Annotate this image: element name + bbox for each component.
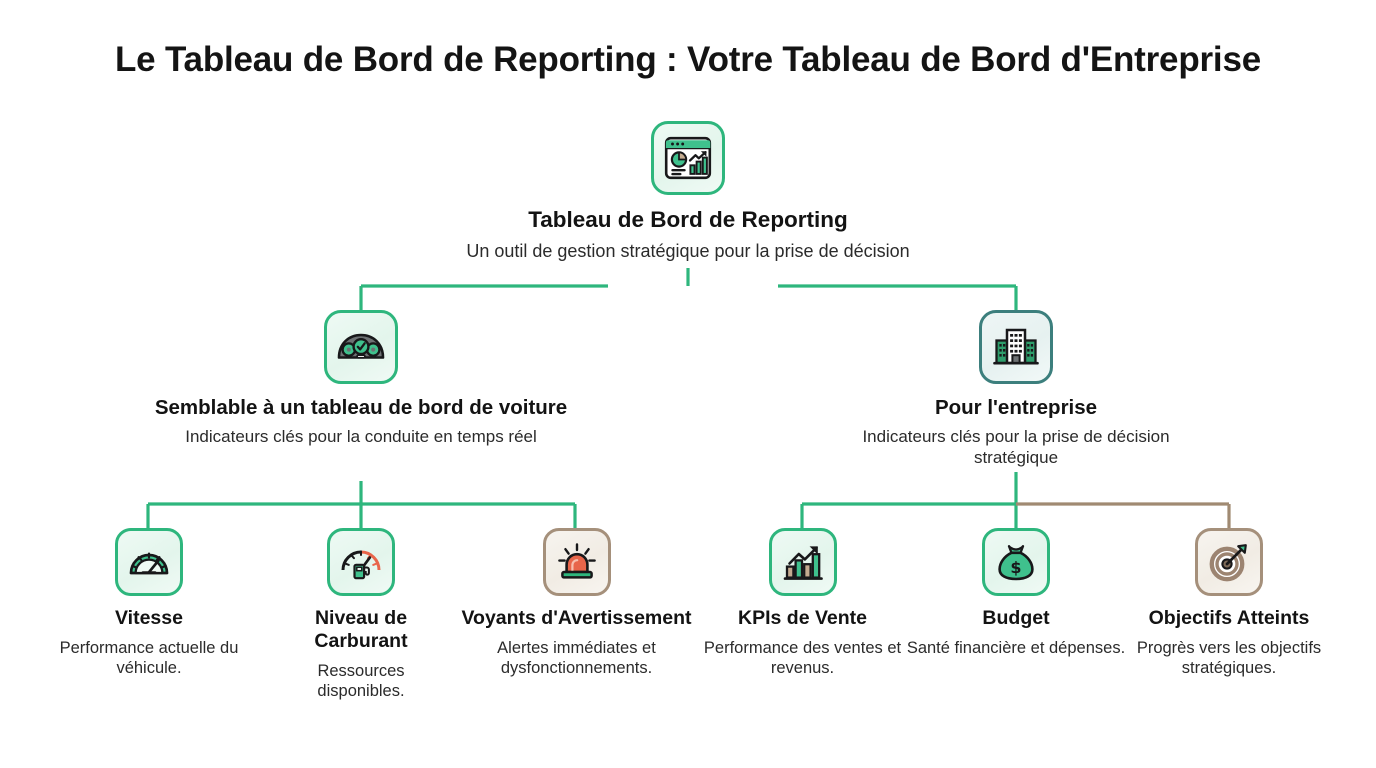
bar-chart-growth-icon xyxy=(768,528,837,596)
page-title: Le Tableau de Bord de Reporting : Votre … xyxy=(115,40,1261,79)
node-for-business[interactable]: Pour l'entreprise Indicateurs clés pour … xyxy=(821,310,1211,469)
node-title: Tableau de Bord de Reporting xyxy=(528,207,848,232)
node-title: Budget xyxy=(982,607,1050,629)
fuel-gauge-icon xyxy=(327,528,395,596)
node-speed[interactable]: Vitesse Performance actuelle du véhicule… xyxy=(35,528,263,678)
node-title: Vitesse xyxy=(115,607,183,629)
node-subtitle: Un outil de gestion stratégique pour la … xyxy=(466,240,910,261)
car-dashboard-icon xyxy=(324,310,398,384)
speedometer-icon xyxy=(115,528,183,596)
node-subtitle: Performance des ventes et revenus. xyxy=(703,639,902,678)
node-subtitle: Indicateurs clés pour la prise de décisi… xyxy=(862,427,1170,467)
svg-text:$: $ xyxy=(1010,558,1021,577)
node-warning-lights[interactable]: Voyants d'Avertissement Alertes immédiat… xyxy=(455,528,698,678)
node-title: Voyants d'Avertissement xyxy=(461,607,692,629)
node-goals-reached[interactable]: Objectifs Atteints Progrès vers les obje… xyxy=(1120,528,1338,678)
node-title: Semblable à un tableau de bord de voitur… xyxy=(154,396,568,419)
dashboard-report-icon xyxy=(651,121,725,195)
node-subtitle: Santé financière et dépenses. xyxy=(906,639,1126,657)
node-fuel-level[interactable]: Niveau de Carburant Ressources disponibl… xyxy=(272,528,450,701)
node-subtitle: Indicateurs clés pour la conduite en tem… xyxy=(185,427,537,447)
node-subtitle: Progrès vers les objectifs stratégiques. xyxy=(1136,639,1322,678)
node-title: Pour l'entreprise xyxy=(934,396,1098,419)
target-dart-icon xyxy=(1195,528,1263,596)
node-budget[interactable]: $ Budget Santé financière et dépenses. xyxy=(906,528,1126,658)
node-subtitle: Alertes immédiates et dysfonctionnements… xyxy=(497,639,656,678)
node-sales-kpis[interactable]: KPIs de Vente Performance des ventes et … xyxy=(700,528,905,678)
node-subtitle: Performance actuelle du véhicule. xyxy=(59,639,239,678)
money-bag-icon: $ xyxy=(982,528,1050,596)
node-title: Niveau de Carburant xyxy=(314,607,408,652)
node-title: Objectifs Atteints xyxy=(1148,607,1310,629)
warning-beacon-icon xyxy=(542,528,611,596)
office-building-icon xyxy=(979,310,1053,384)
node-subtitle: Ressources disponibles. xyxy=(317,662,405,701)
node-title: KPIs de Vente xyxy=(738,607,867,629)
node-reporting-dashboard[interactable]: Tableau de Bord de Reporting Un outil de… xyxy=(438,121,938,263)
node-car-dashboard[interactable]: Semblable à un tableau de bord de voitur… xyxy=(141,310,581,448)
